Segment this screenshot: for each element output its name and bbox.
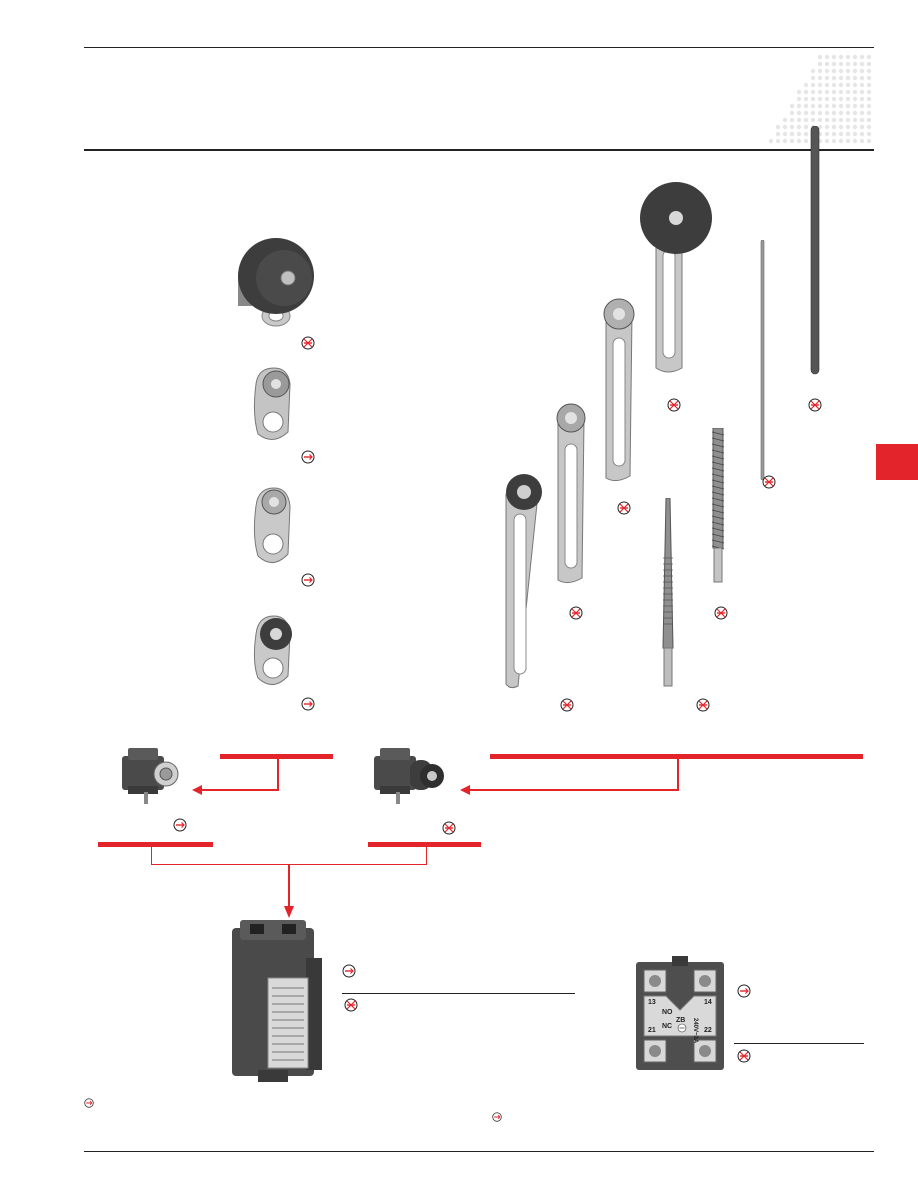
- arrow-circle-icon: [492, 1112, 502, 1122]
- arrow-circle-icon: [301, 697, 315, 711]
- spring-rod-coil: [711, 428, 725, 583]
- arrow-circle-icon: [84, 1098, 94, 1108]
- section-tab: [876, 444, 918, 480]
- dot-pattern-decoration: [768, 54, 872, 144]
- prohibited-arrow-icon: [696, 698, 710, 712]
- header-bottom-rule: [84, 149, 874, 151]
- terminal-no-label: NO: [662, 1009, 673, 1016]
- contact-block: 13 NO 14 ZB 21 NC 22 240V~3A: [636, 956, 724, 1070]
- body-divider-rule: [342, 993, 575, 994]
- terminal-nc-label: NC: [662, 1023, 672, 1030]
- arrow-circle-icon: [173, 818, 187, 832]
- connector-line: [288, 864, 290, 908]
- prohibited-arrow-icon: [617, 501, 631, 515]
- arrow-circle-icon: [342, 964, 356, 978]
- roller-lever-large: [238, 238, 314, 327]
- prohibited-arrow-icon: [808, 398, 822, 412]
- prohibited-arrow-icon: [344, 998, 358, 1012]
- prohibited-arrow-icon: [569, 606, 583, 620]
- rating-label: 240V~3A: [692, 1018, 698, 1044]
- terminal-21-label: 21: [648, 1027, 656, 1034]
- terminal-13-label: 13: [648, 999, 656, 1006]
- arrow-circle-icon: [301, 450, 315, 464]
- adjustable-lever-large-rubber-roller: [640, 182, 712, 373]
- operating-head-rotary-2: [374, 748, 444, 804]
- connector-line: [470, 789, 679, 791]
- prohibited-arrow-icon: [737, 1049, 751, 1063]
- connector-line: [677, 759, 679, 791]
- roller-lever-steel-2: [253, 487, 291, 563]
- operating-head-rotary: [122, 748, 179, 804]
- prohibited-arrow-icon: [762, 475, 776, 489]
- adjustable-lever-rubber-roller: [505, 474, 542, 689]
- contact-divider-rule: [734, 1043, 864, 1044]
- arrow-down-icon: [284, 906, 294, 918]
- connector-line: [151, 847, 152, 865]
- prohibited-arrow-icon: [560, 698, 574, 712]
- prohibited-arrow-icon: [714, 606, 728, 620]
- header-top-rule: [84, 47, 874, 48]
- footer-rule: [84, 1151, 874, 1152]
- connector-line: [426, 847, 427, 865]
- arrow-left-icon: [192, 785, 202, 795]
- spring-rod-tapered: [662, 498, 674, 687]
- connector-bar-body-2: [368, 842, 481, 847]
- prohibited-arrow-icon: [442, 821, 456, 835]
- adjustable-lever-steel-roller-2: [603, 298, 635, 482]
- connector-line: [202, 789, 279, 791]
- switch-body: [232, 920, 322, 1082]
- connector-bar-body-1: [98, 842, 213, 847]
- connector-bar-head-1: [220, 754, 333, 759]
- rod-lever-plastic: [810, 126, 820, 375]
- arrow-circle-icon: [301, 573, 315, 587]
- roller-lever-steel: [253, 367, 291, 440]
- prohibited-arrow-icon: [301, 336, 315, 350]
- arrow-circle-icon: [737, 984, 751, 998]
- rod-lever-steel: [760, 240, 765, 481]
- terminal-22-label: 22: [704, 1027, 712, 1034]
- marking-label: ZB: [676, 1017, 685, 1024]
- adjustable-lever-steel-roller: [556, 403, 586, 584]
- connector-bar-head-2: [490, 754, 863, 759]
- terminal-14-label: 14: [704, 999, 712, 1006]
- arrow-left-icon: [460, 785, 470, 795]
- roller-lever-rubber: [253, 615, 292, 685]
- prohibited-arrow-icon: [667, 398, 681, 412]
- connector-line: [277, 759, 279, 791]
